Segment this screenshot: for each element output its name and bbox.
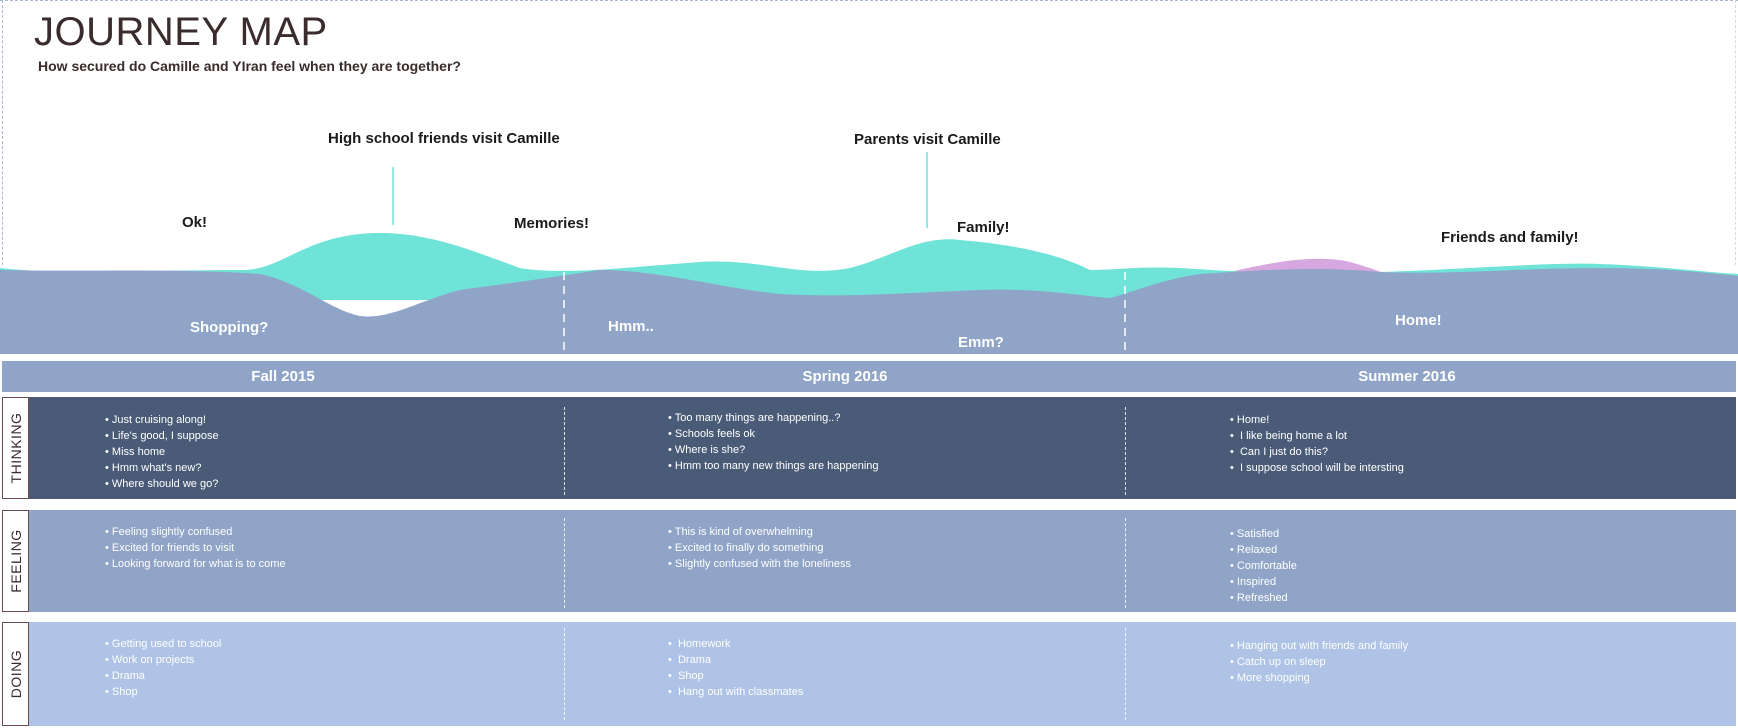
- band-label: THINKING: [7, 412, 24, 484]
- season-label: Spring 2016: [802, 368, 888, 385]
- list-item: Home!: [1230, 412, 1404, 428]
- list-item: Excited to finally do something: [668, 540, 851, 556]
- high-mood-label: Memories!: [514, 215, 590, 232]
- band-label: FEELING: [7, 529, 24, 593]
- list-item: Excited for friends to visit: [105, 540, 286, 556]
- low-mood-label: Home!: [1395, 312, 1442, 329]
- list-item: Homework: [668, 636, 803, 652]
- list-item: Too many things are happening..?: [668, 410, 879, 426]
- list-item: Getting used to school: [105, 636, 221, 652]
- list-item: Just cruising along!: [105, 412, 219, 428]
- doing-list-spring: Homework Drama Shop Hang out with classm…: [668, 636, 803, 700]
- list-item: Shop: [668, 668, 803, 684]
- list-item: Inspired: [1230, 574, 1297, 590]
- doing-band: DOING Getting used to school Work on pro…: [2, 622, 1736, 726]
- frame-top-border: [0, 0, 1738, 1]
- thinking-list-summer: Home! I like being home a lot Can I just…: [1230, 412, 1404, 476]
- list-item: Feeling slightly confused: [105, 524, 286, 540]
- page-subtitle: How secured do Camille and YIran feel wh…: [38, 58, 461, 74]
- list-item: Can I just do this?: [1230, 444, 1404, 460]
- list-item: Comfortable: [1230, 558, 1297, 574]
- low-mood-label: Hmm..: [608, 318, 654, 335]
- season-divider: [564, 407, 565, 495]
- doing-list-fall: Getting used to school Work on projects …: [105, 636, 221, 700]
- list-item: Slightly confused with the loneliness: [668, 556, 851, 572]
- season-divider: [564, 518, 565, 608]
- list-item: Life's good, I suppose: [105, 428, 219, 444]
- event-label: Parents visit Camille: [854, 131, 1001, 148]
- high-mood-label: Family!: [957, 219, 1010, 236]
- list-item: Hmm what's new?: [105, 460, 219, 476]
- frame-right-border: [1735, 0, 1736, 265]
- list-item: Refreshed: [1230, 590, 1297, 606]
- thinking-band: THINKING Just cruising along! Life's goo…: [2, 397, 1736, 499]
- band-label: DOING: [7, 649, 24, 699]
- list-item: Miss home: [105, 444, 219, 460]
- list-item: Work on projects: [105, 652, 221, 668]
- list-item: Drama: [105, 668, 221, 684]
- low-mood-label: Emm?: [958, 334, 1004, 351]
- season-divider: [564, 628, 565, 720]
- high-mood-label: Friends and family!: [1441, 229, 1579, 246]
- list-item: This is kind of overwhelming: [668, 524, 851, 540]
- list-item: Hmm too many new things are happening: [668, 458, 879, 474]
- high-mood-label: Ok!: [182, 214, 208, 231]
- season-divider: [1125, 518, 1126, 608]
- list-item: Hang out with classmates: [668, 684, 803, 700]
- list-item: Looking forward for what is to come: [105, 556, 286, 572]
- list-item: I like being home a lot: [1230, 428, 1404, 444]
- thinking-list-fall: Just cruising along! Life's good, I supp…: [105, 412, 219, 492]
- doing-list-summer: Hanging out with friends and family Catc…: [1230, 638, 1408, 686]
- emotion-wave-chart: [0, 152, 1738, 356]
- list-item: Satisfied: [1230, 526, 1297, 542]
- band-label-box: DOING: [2, 622, 29, 726]
- pink-wave-area: [1230, 258, 1385, 273]
- feeling-list-summer: Satisfied Relaxed Comfortable Inspired R…: [1230, 526, 1297, 606]
- list-item: Schools feels ok: [668, 426, 879, 442]
- band-label-box: THINKING: [2, 397, 29, 499]
- list-item: Drama: [668, 652, 803, 668]
- event-label: High school friends visit Camille: [328, 130, 560, 147]
- list-item: Where should we go?: [105, 476, 219, 492]
- list-item: Shop: [105, 684, 221, 700]
- season-divider: [1125, 628, 1126, 720]
- season-label: Fall 2015: [251, 368, 315, 385]
- band-label-box: FEELING: [2, 510, 29, 612]
- thinking-list-spring: Too many things are happening..? Schools…: [668, 410, 879, 474]
- low-mood-label: Shopping?: [190, 319, 269, 336]
- frame-left-border: [2, 0, 3, 265]
- list-item: Relaxed: [1230, 542, 1297, 558]
- list-item: Hanging out with friends and family: [1230, 638, 1408, 654]
- page-title: JOURNEY MAP: [34, 10, 328, 54]
- low-wave-area: [0, 268, 1738, 356]
- list-item: Catch up on sleep: [1230, 654, 1408, 670]
- season-header-bar: Fall 2015 Spring 2016 Summer 2016: [2, 361, 1736, 392]
- list-item: More shopping: [1230, 670, 1408, 686]
- season-label: Summer 2016: [1358, 368, 1456, 385]
- feeling-list-spring: This is kind of overwhelming Excited to …: [668, 524, 851, 572]
- feeling-list-fall: Feeling slightly confused Excited for fr…: [105, 524, 286, 572]
- feeling-band: FEELING Feeling slightly confused Excite…: [2, 510, 1736, 612]
- list-item: Where is she?: [668, 442, 879, 458]
- season-divider: [1125, 407, 1126, 495]
- list-item: I suppose school will be intersting: [1230, 460, 1404, 476]
